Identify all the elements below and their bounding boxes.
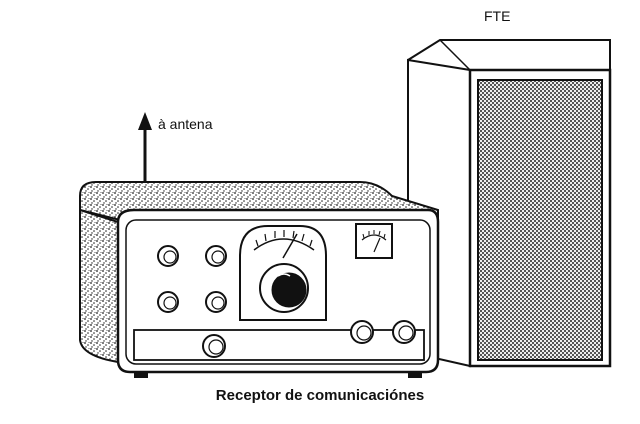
control-knobs [157, 245, 227, 313]
bottom-panel [133, 320, 425, 361]
antenna-label: à antena [158, 116, 213, 132]
receiver-feet [134, 372, 422, 378]
antenna-arrow [138, 112, 152, 188]
figure-caption: Receptor de comunicaciónes [215, 387, 425, 404]
signal-meter [355, 223, 393, 259]
speaker-label: FTE [484, 8, 511, 24]
tuning-dial [239, 225, 327, 321]
